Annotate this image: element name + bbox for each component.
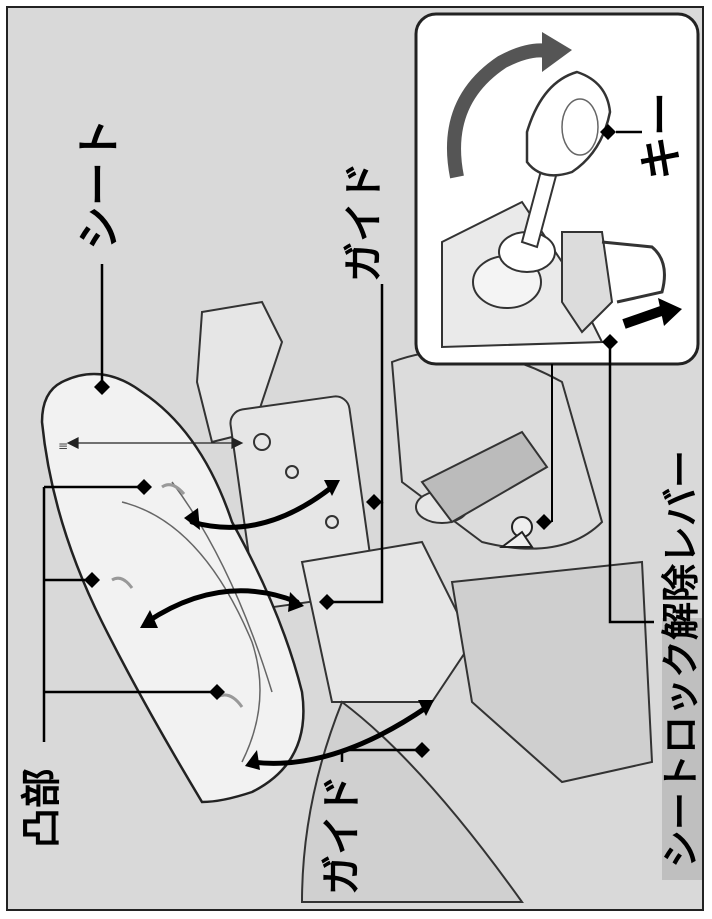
key-cylinder — [499, 516, 534, 548]
key-label: キー — [636, 92, 687, 180]
seat-label: シート — [74, 118, 125, 250]
svg-text:≡: ≡ — [58, 439, 68, 453]
boss-label: 凸部 — [19, 768, 65, 848]
arrowheads — [140, 480, 434, 770]
lever-label-highlight — [662, 618, 702, 880]
motorcycle-seat-illustration: ≡ — [40, 12, 700, 903]
seat-shape: ≡ — [40, 372, 305, 804]
seat-lock-release-lever-label: シートロック解除レバー — [659, 449, 703, 868]
direction-arrow-thin — [66, 437, 244, 449]
movement-arrows — [144, 484, 430, 766]
callout-markers — [84, 124, 618, 758]
guide-label-bottom: ガイド — [319, 775, 365, 895]
guide-label-top: ガイド — [341, 162, 387, 282]
illustration-frame: ≡ — [6, 6, 704, 911]
key-inset — [414, 12, 700, 366]
frame-parts — [195, 300, 654, 903]
